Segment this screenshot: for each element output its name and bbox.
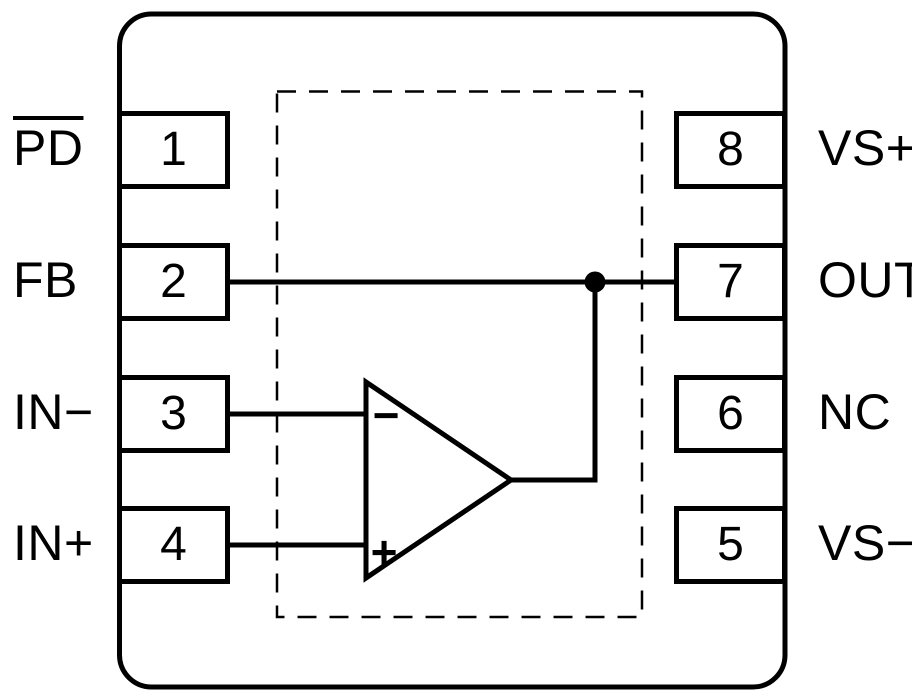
pin-number-6: 6 [717, 387, 744, 440]
pin-number-7: 7 [717, 255, 744, 308]
pin-label-nc: NC [818, 384, 892, 440]
pin-label-in-minus: IN− [13, 384, 94, 440]
pin-box-7: 7 [674, 243, 787, 321]
pin-label-vs-minus: VS− [818, 515, 912, 571]
pin-label-fb: FB [13, 252, 78, 308]
pin-box-2: 2 [117, 243, 230, 321]
pin-label-vs-plus: VS+ [818, 120, 912, 176]
pin-label-pd-text: PD [13, 120, 84, 176]
plus-icon: + [371, 526, 398, 578]
pin-number-5: 5 [717, 518, 744, 571]
minus-icon: − [373, 389, 400, 441]
opamp-triangle [363, 377, 516, 583]
pin-box-1: 1 [117, 111, 230, 189]
pin-box-3: 3 [117, 375, 230, 453]
wire-output [511, 282, 598, 483]
ic-package-outline [117, 11, 788, 690]
pin-number-1: 1 [160, 123, 187, 176]
pin-box-6: 6 [674, 375, 787, 453]
pin-label-in-plus: IN+ [13, 515, 94, 571]
pin-label-out: OUT [818, 252, 912, 308]
pin-number-8: 8 [717, 123, 744, 176]
pin-number-3: 3 [160, 387, 187, 440]
pin-label-pd: PD [13, 121, 83, 175]
amplifier-dashed-boundary [275, 90, 644, 619]
pin-box-4: 4 [117, 506, 230, 584]
junction-dot [584, 271, 606, 293]
pin-box-5: 5 [674, 506, 787, 584]
pin-number-4: 4 [160, 518, 187, 571]
pin-box-8: 8 [674, 111, 787, 189]
pin-number-2: 2 [160, 255, 187, 308]
